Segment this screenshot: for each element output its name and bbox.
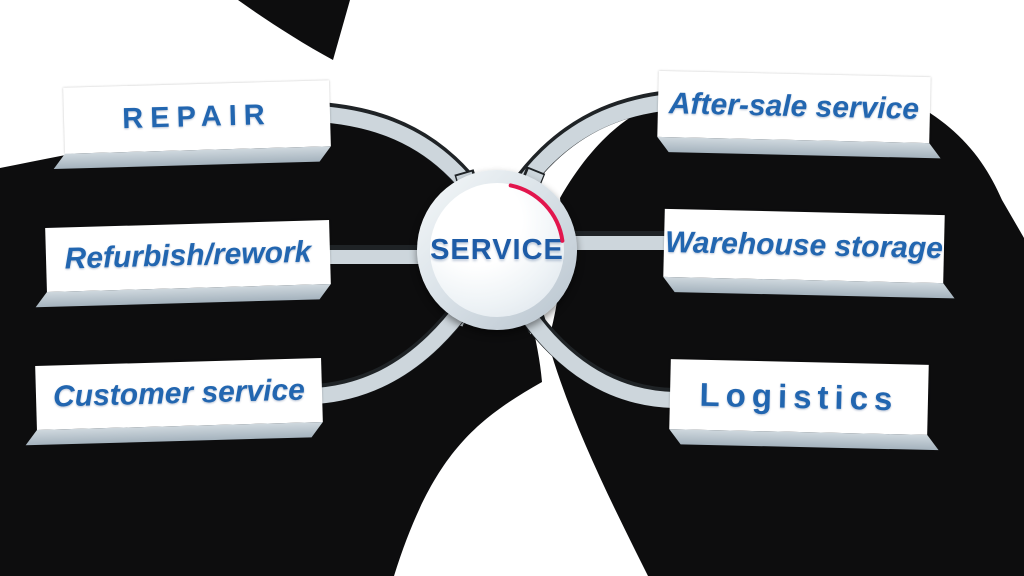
accent-arc-icon <box>508 183 565 243</box>
box-logistics: Logistics <box>669 359 939 451</box>
box-repair: REPAIR <box>53 80 331 170</box>
service-hub-circle: SERVICE <box>417 170 577 330</box>
box-customer-service: Customer service <box>25 358 323 446</box>
box-customer-service-label: Customer service <box>52 373 306 414</box>
box-repair-label: REPAIR <box>121 98 273 135</box>
box-customer-service-face: Customer service <box>35 358 323 430</box>
box-warehouse-label: Warehouse storage <box>664 225 944 266</box>
service-hub-inner: SERVICE <box>430 183 564 317</box>
box-logistics-label: Logistics <box>699 375 899 418</box>
box-warehouse-face: Warehouse storage <box>663 208 945 284</box>
box-after-sale: After-sale service <box>657 70 941 159</box>
box-after-sale-label: After-sale service <box>668 87 920 126</box>
shadow-blob-right <box>548 100 1024 576</box>
shadow-blob-top-left <box>238 0 350 60</box>
box-refurbish: Refurbish/rework <box>35 220 331 308</box>
box-repair-face: REPAIR <box>63 80 331 154</box>
box-refurbish-label: Refurbish/rework <box>64 235 312 276</box>
box-after-sale-face: After-sale service <box>657 70 931 144</box>
service-hub-label: SERVICE <box>430 233 564 266</box>
box-logistics-face: Logistics <box>669 359 929 435</box>
box-warehouse: Warehouse storage <box>663 208 955 299</box>
box-refurbish-face: Refurbish/rework <box>45 220 331 292</box>
